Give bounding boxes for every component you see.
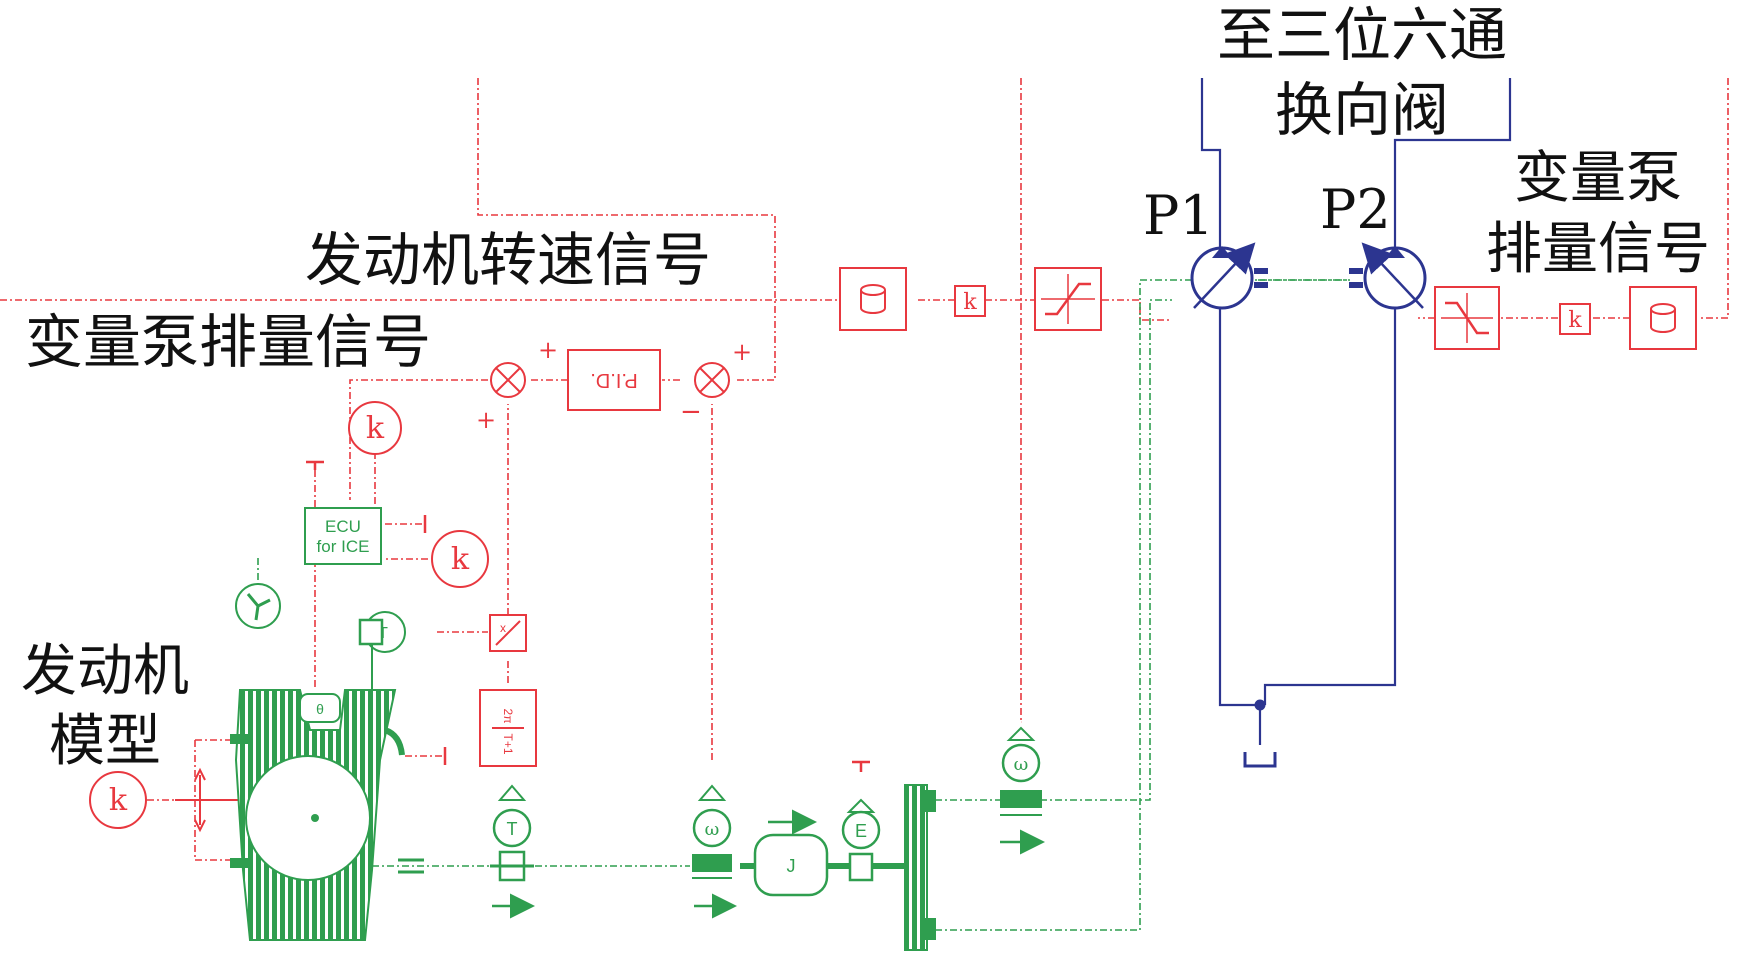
gain-label: k	[451, 542, 470, 577]
gain-label: k	[1568, 308, 1582, 333]
gear-splitter[interactable]	[904, 784, 936, 951]
signal-source-block-left[interactable]	[839, 267, 907, 331]
gain-circle-ecu[interactable]: k	[431, 530, 489, 588]
inertia-block[interactable]: J	[740, 809, 850, 897]
pump-p1[interactable]	[1190, 242, 1268, 310]
label-engine-model-line1: 发动机	[21, 639, 189, 704]
ecu-block[interactable]: ECU for ICE	[304, 507, 382, 565]
multiplier-block[interactable]: x	[489, 614, 527, 652]
sum-junction-right[interactable]	[694, 362, 730, 398]
gain-label: k	[366, 411, 385, 446]
svg-text:x: x	[500, 621, 506, 635]
hydraulic-line-p2-down	[1263, 308, 1397, 705]
sum-left-plus-sign: +	[538, 336, 558, 364]
engine-input-cross	[175, 767, 240, 833]
saturation-block-left[interactable]	[1034, 267, 1102, 331]
label-to-valve-line1: 至三位六通	[1217, 1, 1507, 69]
svg-text:T+1: T+1	[501, 733, 515, 754]
hydraulic-lines	[1200, 78, 1512, 745]
sensor-box[interactable]	[358, 618, 384, 646]
label-pump-displacement-right-line1: 变量泵	[1514, 146, 1682, 211]
pid-block[interactable]: P.I.D.	[567, 349, 661, 411]
sum-junction-left[interactable]	[490, 362, 526, 398]
engine-model[interactable]: θ	[230, 689, 405, 941]
omega-label: ω	[705, 819, 720, 840]
sum-left-plus-sign-2: +	[476, 406, 496, 434]
speed-sensor-2[interactable]: ω	[1000, 726, 1045, 855]
label-to-valve-line2: 换向阀	[1275, 76, 1449, 144]
upper-loop-line	[477, 78, 776, 381]
fan-icon	[235, 583, 281, 629]
hydraulic-line-p2-up	[1393, 78, 1512, 248]
tank-symbol	[1243, 699, 1277, 768]
saturation-block-right[interactable]	[1434, 286, 1500, 350]
label-pump-p2: P2	[1320, 178, 1391, 241]
mechanical-lines	[257, 279, 1350, 931]
energy-label: E	[855, 821, 867, 841]
label-engine-speed-signal: 发动机转速信号	[305, 226, 711, 294]
hydraulic-line-p1-down	[1218, 308, 1260, 707]
sum-right-plus-sign: +	[732, 338, 752, 366]
shaft-coupling	[398, 858, 424, 874]
speed-sensor-1[interactable]: ω	[692, 784, 737, 919]
signal-terminals	[306, 460, 870, 772]
transfer-function-block[interactable]: 2π T+1	[479, 689, 537, 767]
hydraulic-line-p1-up	[1200, 78, 1222, 248]
label-pump-displacement-left: 变量泵排量信号	[25, 308, 431, 376]
right-signal-line	[1698, 78, 1729, 319]
gain-circle-top[interactable]: k	[348, 401, 402, 455]
torque-label: T	[507, 819, 518, 839]
label-engine-model-line2: 模型	[49, 709, 161, 774]
ecu-label-1: ECU	[325, 517, 361, 536]
gain-block-left[interactable]: k	[954, 285, 986, 317]
torque-sensor[interactable]: T	[490, 784, 535, 919]
gain-label: k	[963, 290, 977, 315]
inertia-label: J	[787, 856, 796, 876]
energy-sensor[interactable]: E	[841, 798, 905, 882]
gain-block-right[interactable]: k	[1559, 303, 1591, 335]
omega-label: ω	[1014, 754, 1029, 775]
ecu-label-2: for ICE	[317, 537, 370, 556]
svg-text:2π: 2π	[501, 709, 515, 724]
gain-label: k	[109, 783, 128, 818]
pid-label: P.I.D.	[590, 369, 637, 391]
signal-source-block-right[interactable]	[1629, 286, 1697, 350]
gain-circle-engine[interactable]: k	[89, 771, 147, 829]
sum-right-minus-sign: −	[680, 397, 702, 427]
label-pump-displacement-right-line2: 排量信号	[1486, 217, 1710, 282]
label-pump-p1: P1	[1143, 184, 1214, 247]
engine-theta-label: θ	[316, 701, 324, 717]
pump-p2[interactable]	[1349, 242, 1427, 310]
